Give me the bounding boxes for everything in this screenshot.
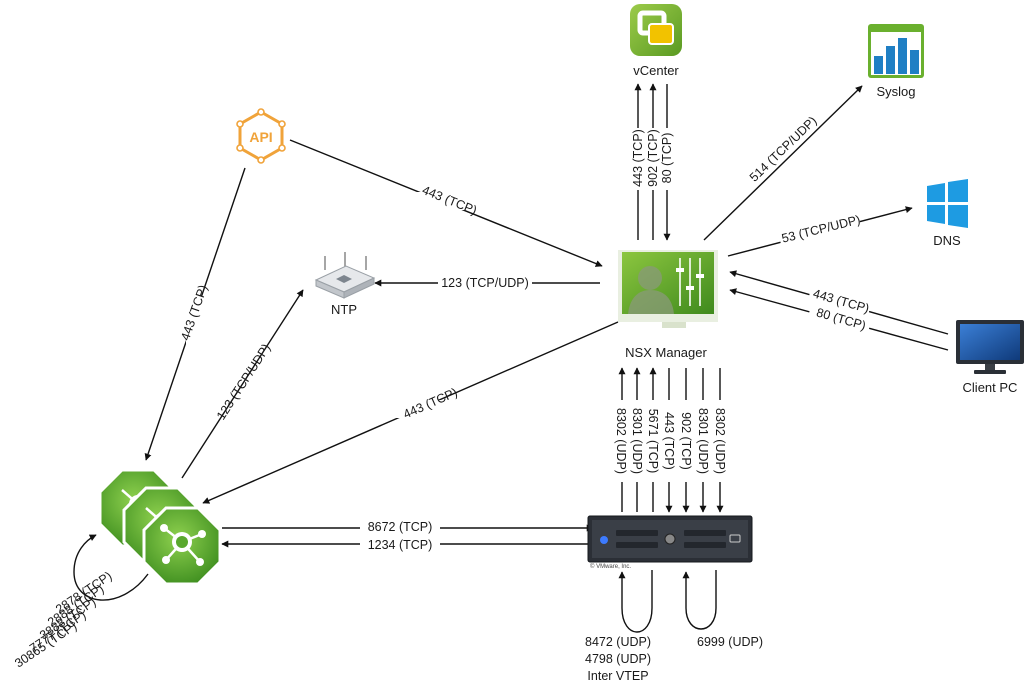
label-sm-6: 8301 (UDP)	[696, 408, 710, 474]
edge-cluster-icon	[98, 468, 222, 586]
label-manager-ntp: 123 (TCP/UDP)	[441, 276, 529, 290]
syslog-label: Syslog	[876, 84, 915, 99]
client-pc-node: Client PC	[956, 320, 1024, 395]
edge-vtep-loop	[618, 570, 653, 633]
ntp-node: NTP	[314, 252, 376, 317]
label-cluster-server: 8672 (TCP)	[368, 520, 433, 534]
label-vcenter-80: 80 (TCP)	[660, 133, 674, 184]
label-syslog: 514 (TCP/UDP)	[747, 114, 820, 185]
api-icon-text: API	[249, 129, 272, 145]
edge-labels: 443 (TCP) 123 (TCP/UDP) 443 (TCP) 123 (T…	[12, 114, 872, 683]
label-sm-1: 8302 (UDP)	[614, 408, 628, 474]
edge-cluster-loop	[73, 534, 149, 601]
nsx-manager-label: NSX Manager	[625, 345, 707, 360]
api-icon: API	[236, 108, 286, 164]
label-udp-loop: 6999 (UDP)	[697, 635, 763, 649]
label-vtep-3: Inter VTEP	[587, 669, 648, 683]
nsx-manager-node: NSX Manager	[618, 250, 718, 360]
vcenter-icon	[630, 4, 682, 56]
dns-icon	[927, 179, 968, 228]
label-sm-3: 5671 (TCP)	[646, 409, 660, 474]
server-node: © VMware, Inc.	[587, 515, 753, 570]
label-sm-7: 8302 (UDP)	[713, 408, 727, 474]
label-cluster-ntp: 123 (TCP/UDP)	[214, 341, 273, 422]
label-vcenter-902: 902 (TCP)	[646, 129, 660, 187]
label-sm-4: 443 (TCP)	[662, 412, 676, 470]
ntp-label: NTP	[331, 302, 357, 317]
label-vtep-2: 4798 (UDP)	[585, 652, 651, 666]
client-pc-icon	[956, 320, 1024, 374]
edge-cluster-node	[98, 468, 222, 586]
edge-syslog	[703, 85, 863, 241]
client-pc-label: Client PC	[963, 380, 1018, 395]
server-icon	[587, 515, 753, 563]
label-dns: 53 (TCP/UDP)	[780, 213, 862, 246]
edge-udp-loop	[682, 570, 717, 630]
label-sm-2: 8301 (UDP)	[630, 408, 644, 474]
vcenter-node: vCenter	[630, 4, 682, 78]
label-vcenter-443: 443 (TCP)	[631, 129, 645, 187]
api-node: API	[236, 108, 286, 164]
label-vtep-1: 8472 (UDP)	[585, 635, 651, 649]
server-copyright: © VMware, Inc.	[590, 563, 631, 570]
nsx-manager-icon	[618, 250, 718, 328]
syslog-icon	[868, 24, 924, 78]
dns-node: DNS	[927, 179, 968, 248]
syslog-node: Syslog	[868, 24, 924, 99]
vcenter-label: vCenter	[633, 63, 679, 78]
dns-label: DNS	[933, 233, 961, 248]
edge-cluster-ntp	[181, 289, 304, 479]
label-server-cluster: 1234 (TCP)	[368, 538, 433, 552]
ntp-router-icon	[314, 252, 376, 299]
cluster-loop-labels: 2878 (TCP) 2888 (TCP) 3888 (TCP) 7777 (T…	[12, 569, 114, 671]
label-sm-5: 902 (TCP)	[679, 412, 693, 470]
